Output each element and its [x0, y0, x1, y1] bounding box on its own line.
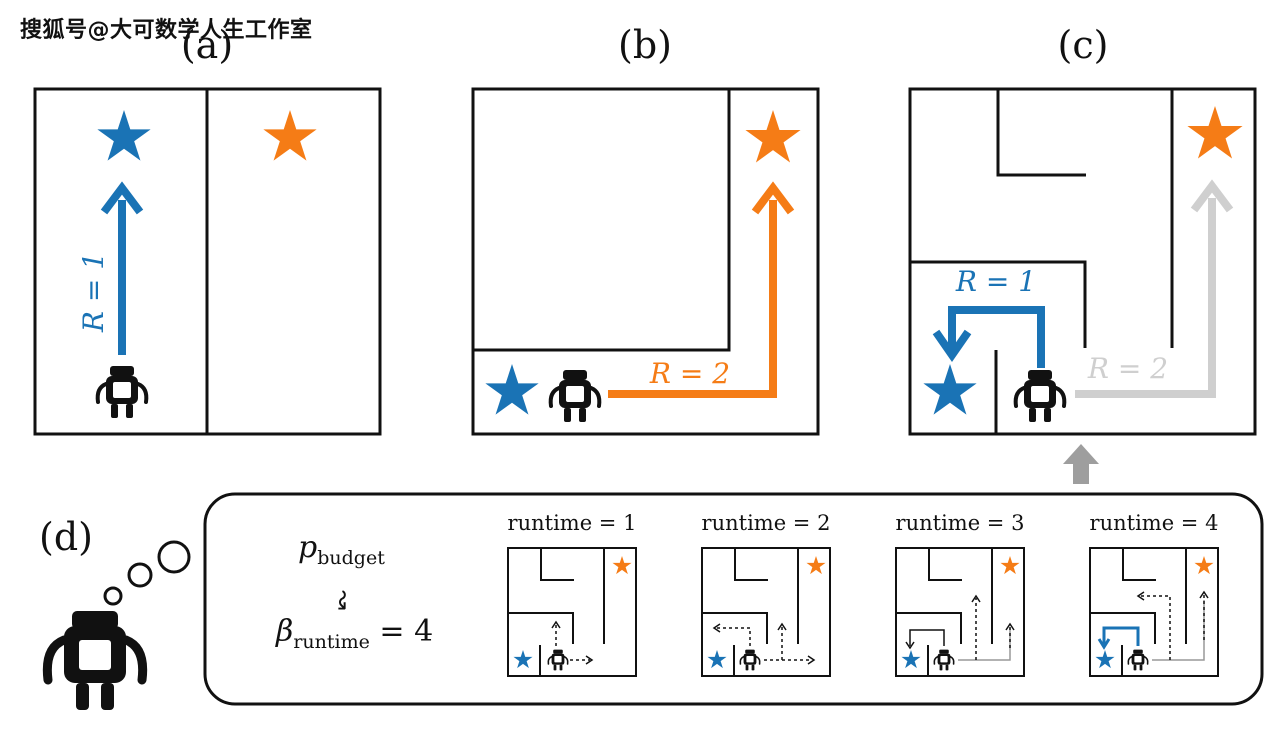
- panel-c-reward-blue-label: R = 1: [955, 265, 1036, 298]
- panel-c-gray-arrow-head: [1190, 179, 1234, 213]
- p-symbol: p: [298, 530, 317, 565]
- beta-subscript: runtime: [293, 631, 370, 653]
- panel-c-blue-star: [923, 364, 977, 415]
- panel-b: (b) R = 2: [471, 23, 820, 436]
- panel-b-frame: [471, 87, 820, 436]
- gray-transition-arrow-stem: [1073, 462, 1089, 484]
- panel-a-label: (a): [181, 23, 233, 67]
- panel-c-wall-top-l: [996, 89, 1086, 177]
- panel-c-orange-star: [1187, 106, 1243, 159]
- panel-c-blue-path: [948, 306, 1045, 368]
- panel-c-reward-gray-label: R = 2: [1087, 352, 1168, 385]
- panel-a-robot-icon: [95, 364, 149, 420]
- panel-d: (d) pbudget ↝ βruntime = 4 runtime = 1: [39, 492, 1264, 710]
- panel-a-arrow-head: [100, 181, 144, 215]
- gray-transition-arrow-head: [1063, 444, 1099, 464]
- watermark-text: 搜狐号@大可数学人生工作室: [20, 18, 313, 43]
- panel-b-reward-label: R = 2: [649, 357, 730, 390]
- panel-a: (a) R = 1: [33, 23, 382, 436]
- large-robot-icon: [42, 611, 148, 710]
- runtime-panel-2: runtime = 2: [701, 511, 831, 677]
- panel-a-reward-label: R = 1: [77, 252, 110, 333]
- beta-runtime-formula: βruntime = 4: [275, 614, 433, 653]
- panel-b-path-arrow: [608, 200, 777, 398]
- thought-bubble-medium: [127, 562, 153, 588]
- panel-b-robot-icon: [548, 368, 602, 424]
- panel-a-orange-star: [263, 110, 317, 161]
- thought-bubble-large: [157, 540, 191, 574]
- panel-c-wall-mid: [910, 260, 1087, 348]
- squiggle-arrow: ↝: [330, 590, 358, 610]
- p-budget-formula: pbudget: [298, 530, 385, 569]
- p-subscript: budget: [317, 547, 385, 569]
- panel-b-label: (b): [618, 23, 672, 67]
- panel-c-blue-arrow-head: [932, 329, 972, 363]
- beta-symbol: β: [275, 614, 293, 649]
- panel-c: (c) R = 2 R = 1: [908, 23, 1257, 484]
- panel-c-robot-icon: [1013, 368, 1067, 424]
- thought-bubble-small: [103, 586, 123, 606]
- runtime-label-1: runtime = 1: [508, 511, 637, 535]
- runtime-panel-1: runtime = 1: [507, 511, 637, 677]
- planning-enclosure: [203, 492, 1264, 706]
- panel-b-arrow-head: [751, 181, 795, 215]
- runtime-panel-4: runtime = 4: [1089, 511, 1219, 677]
- panel-b-orange-star: [745, 110, 801, 163]
- runtime-label-2: runtime = 2: [702, 511, 831, 535]
- panel-d-label: (d): [39, 515, 93, 559]
- runtime-label-3: runtime = 3: [896, 511, 1025, 535]
- runtime-panel-3: runtime = 3: [895, 511, 1025, 677]
- panel-c-gray-path: [1075, 198, 1216, 398]
- panel-c-label: (c): [1058, 23, 1109, 67]
- runtime-label-4: runtime = 4: [1090, 511, 1219, 535]
- panel-a-blue-star: [97, 110, 151, 161]
- beta-value: = 4: [370, 614, 433, 649]
- panel-b-blue-star: [485, 364, 539, 415]
- panel-b-inner-wall: [473, 89, 731, 352]
